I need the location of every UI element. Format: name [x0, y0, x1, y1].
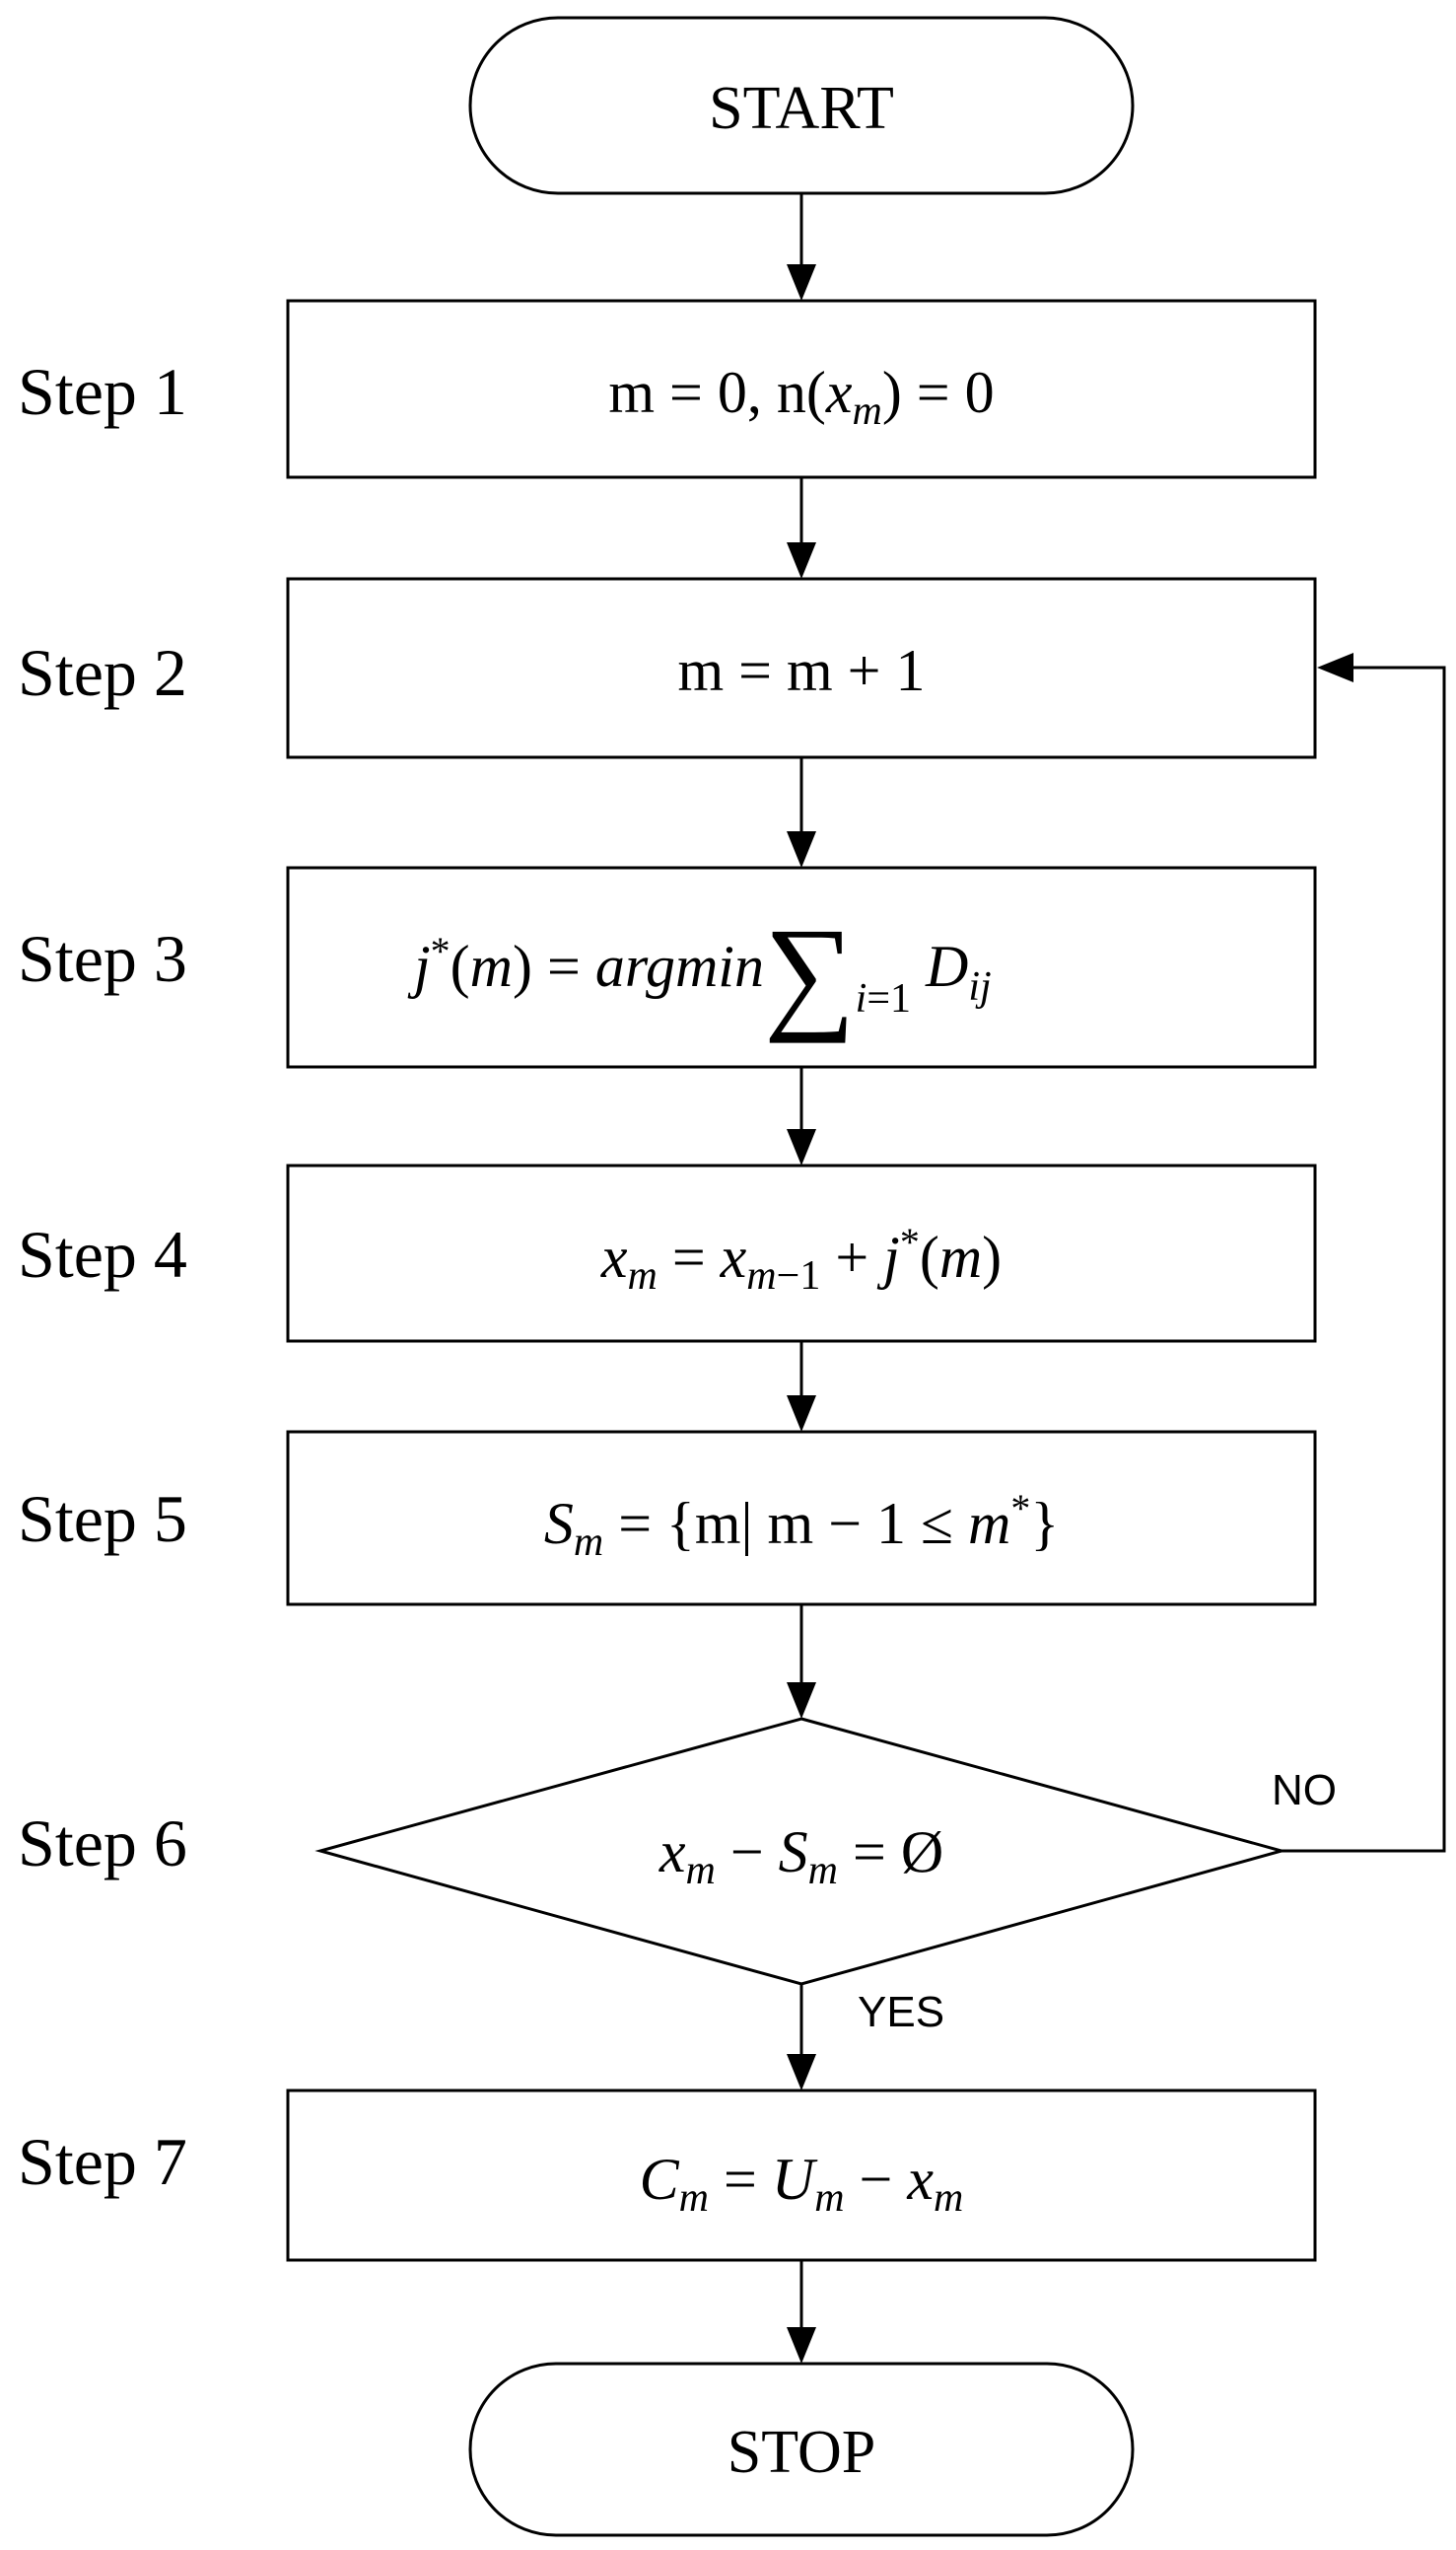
step-labels: Step 1 Step 2 Step 3 Step 4 Step 5 Step … [18, 354, 187, 2199]
step7-box [286, 2089, 1317, 2262]
step6-decision [314, 1717, 1287, 1986]
step4-formula: xm = xm−1 + j*(m) [600, 1220, 1002, 1299]
step-label-1: Step 1 [18, 354, 187, 429]
yes-label: YES [858, 1988, 944, 2036]
step-label-2: Step 2 [18, 635, 187, 710]
stop-terminator [468, 2362, 1135, 2537]
step-label-6: Step 6 [18, 1806, 187, 1880]
stop-label: STOP [728, 2419, 876, 2486]
step-label-5: Step 5 [18, 1481, 187, 1556]
step4-box [286, 1164, 1317, 1343]
step5-formula: Sm = {m| m − 1 ≤ m*} [544, 1486, 1059, 1565]
step7-formula: Cm = Um − xm [640, 2147, 964, 2221]
step1-formula: m = 0, n(xm) = 0 [608, 360, 994, 434]
step2-box [286, 577, 1317, 759]
no-label: NO [1272, 1766, 1337, 1814]
step1-box [286, 299, 1317, 479]
main-flow-arrows [787, 193, 816, 2364]
step3-formula: j*(m) = argmin∑i=1 Dij [407, 902, 992, 1044]
step3-box [286, 866, 1317, 1069]
step-label-7: Step 7 [18, 2124, 187, 2199]
step-label-3: Step 3 [18, 921, 187, 996]
start-label: START [709, 75, 894, 142]
step5-box [286, 1430, 1317, 1606]
step2-formula: m = m + 1 [677, 638, 925, 703]
step-label-4: Step 4 [18, 1217, 187, 1292]
step6-formula: xm − Sm = Ø [659, 1819, 943, 1893]
no-branch-connector [1282, 653, 1446, 1853]
